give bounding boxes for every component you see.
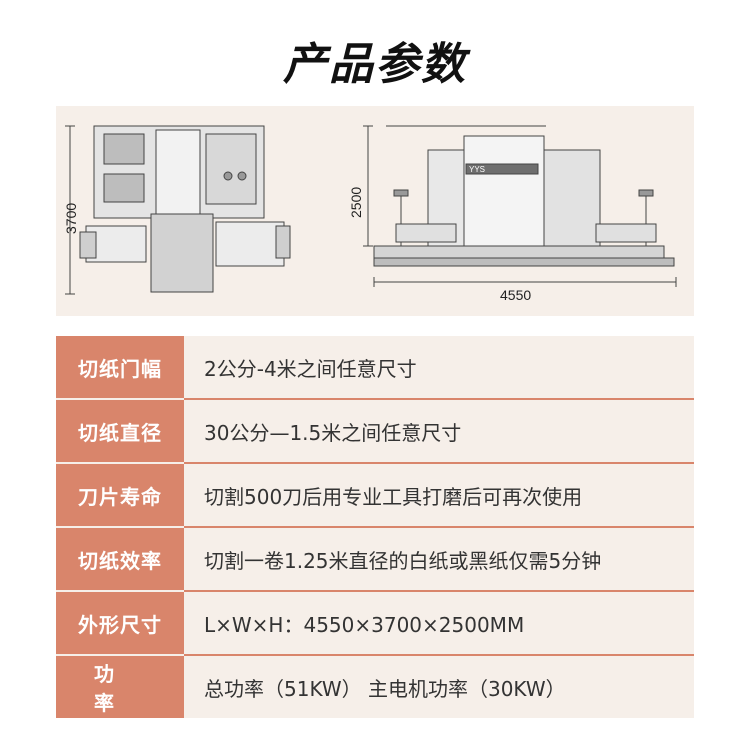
spec-label: 切纸门幅 bbox=[56, 336, 184, 398]
spec-value: 切割500刀后用专业工具打磨后可再次使用 bbox=[184, 464, 694, 526]
spec-label: 刀片寿命 bbox=[56, 464, 184, 526]
spec-value: 2公分-4米之间任意尺寸 bbox=[184, 336, 694, 398]
spec-label: 功率 bbox=[56, 656, 184, 718]
spec-label: 外形尺寸 bbox=[56, 592, 184, 654]
side-view-drawing bbox=[363, 125, 677, 287]
top-view-drawing bbox=[65, 125, 291, 295]
spec-label: 切纸效率 bbox=[56, 528, 184, 590]
brand-plate-label: YYS bbox=[469, 165, 485, 174]
width-dimension-label: 4550 bbox=[500, 287, 531, 303]
spec-row-diameter: 切纸直径 30公分—1.5米之间任意尺寸 bbox=[56, 400, 694, 464]
spec-row-blade-life: 刀片寿命 切割500刀后用专业工具打磨后可再次使用 bbox=[56, 464, 694, 528]
spec-value: 30公分—1.5米之间任意尺寸 bbox=[184, 400, 694, 462]
machine-drawing-panel: 3700 bbox=[56, 106, 694, 316]
spec-value: 切割一卷1.25米直径的白纸或黑纸仅需5分钟 bbox=[184, 528, 694, 590]
left-dimension-label: 3700 bbox=[63, 203, 79, 234]
spec-row-efficiency: 切纸效率 切割一卷1.25米直径的白纸或黑纸仅需5分钟 bbox=[56, 528, 694, 592]
spec-row-power: 功率 总功率（51KW） 主电机功率（30KW） bbox=[56, 656, 694, 718]
spec-table: 切纸门幅 2公分-4米之间任意尺寸 切纸直径 30公分—1.5米之间任意尺寸 刀… bbox=[56, 336, 694, 718]
page-title: 产品参数 bbox=[283, 39, 467, 90]
machine-drawing: 3700 bbox=[63, 125, 677, 303]
spec-value: L×W×H：4550×3700×2500MM bbox=[184, 592, 694, 654]
height-dimension-label: 2500 bbox=[348, 187, 364, 218]
spec-label: 切纸直径 bbox=[56, 400, 184, 462]
spec-row-dimensions: 外形尺寸 L×W×H：4550×3700×2500MM bbox=[56, 592, 694, 656]
spec-row-width: 切纸门幅 2公分-4米之间任意尺寸 bbox=[56, 336, 694, 400]
spec-value: 总功率（51KW） 主电机功率（30KW） bbox=[184, 656, 694, 718]
